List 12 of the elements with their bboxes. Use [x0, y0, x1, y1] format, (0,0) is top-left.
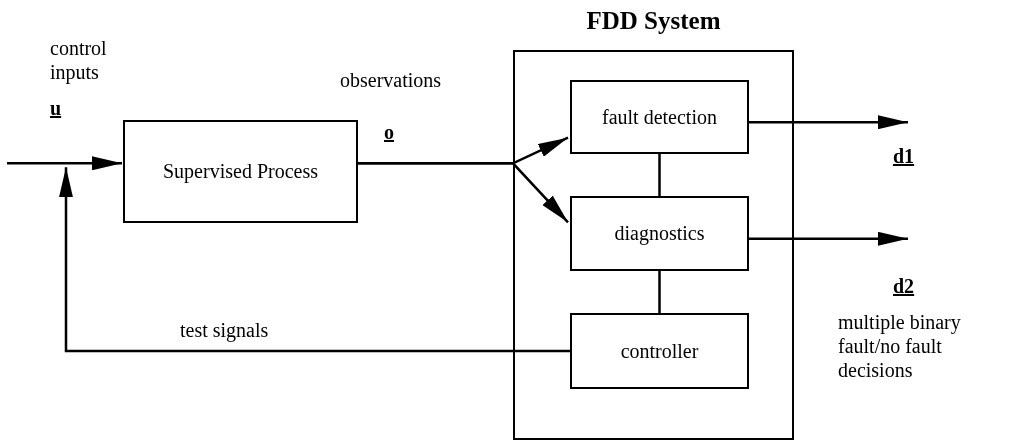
process-box: diagnostics [570, 196, 749, 271]
arrow [358, 162, 569, 224]
arrow [7, 156, 122, 171]
connector-line [658, 271, 661, 313]
arrow [749, 231, 908, 246]
process-box: fault detection [570, 80, 749, 154]
process-box: Supervised Process [123, 120, 358, 223]
arrow [749, 115, 908, 130]
process-box: controller [570, 313, 749, 389]
group-title: FDD System [585, 7, 722, 35]
arrow [59, 167, 570, 353]
connector-line [658, 154, 661, 196]
